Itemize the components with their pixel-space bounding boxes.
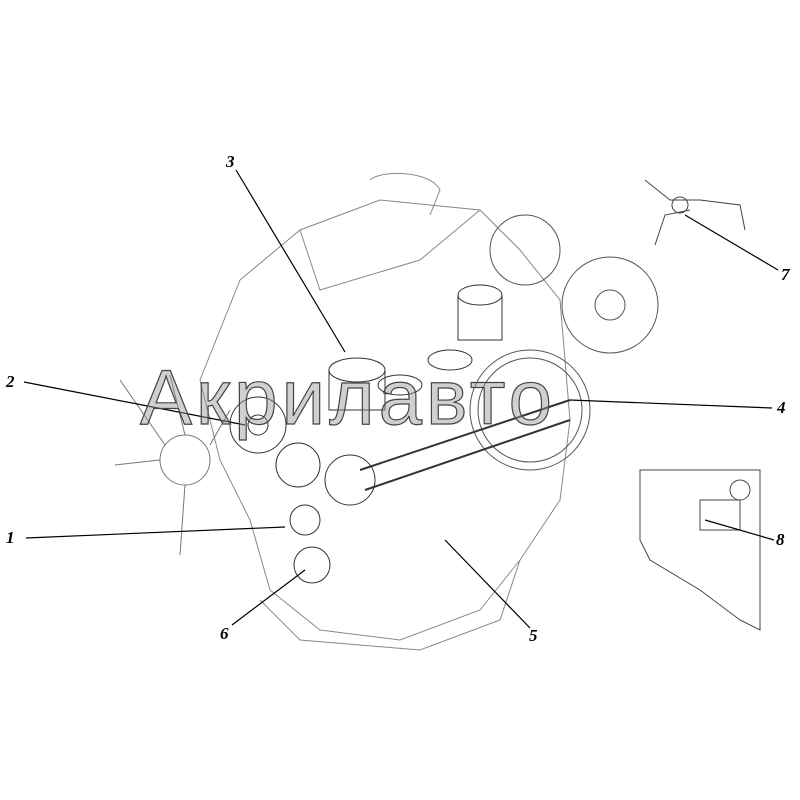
watermark: Акрилавто [139,352,556,441]
flywheel [469,214,659,471]
leader-lines [23,169,779,629]
callout-3: 3 [226,152,235,171]
leader-line-1 [25,526,286,539]
callout-2: 2 [6,372,15,391]
gears [229,396,376,584]
callout-6: 6 [220,624,229,643]
engine-block [199,172,571,651]
leader-line-7 [684,214,779,271]
callout-5: 5 [529,626,538,645]
leader-line-6 [231,569,306,626]
callout-8: 8 [776,530,785,549]
leader-line-8 [704,519,775,541]
pistons [328,284,571,491]
leader-line-3 [235,169,346,353]
inset-8 [639,469,761,631]
leader-line-4 [569,399,773,409]
fan [114,374,231,556]
callout-4: 4 [777,398,786,417]
callout-7: 7 [781,265,790,284]
inset-7 [644,179,746,246]
leader-line-2 [23,381,246,426]
callout-1: 1 [6,528,15,547]
leader-line-5 [444,539,531,629]
